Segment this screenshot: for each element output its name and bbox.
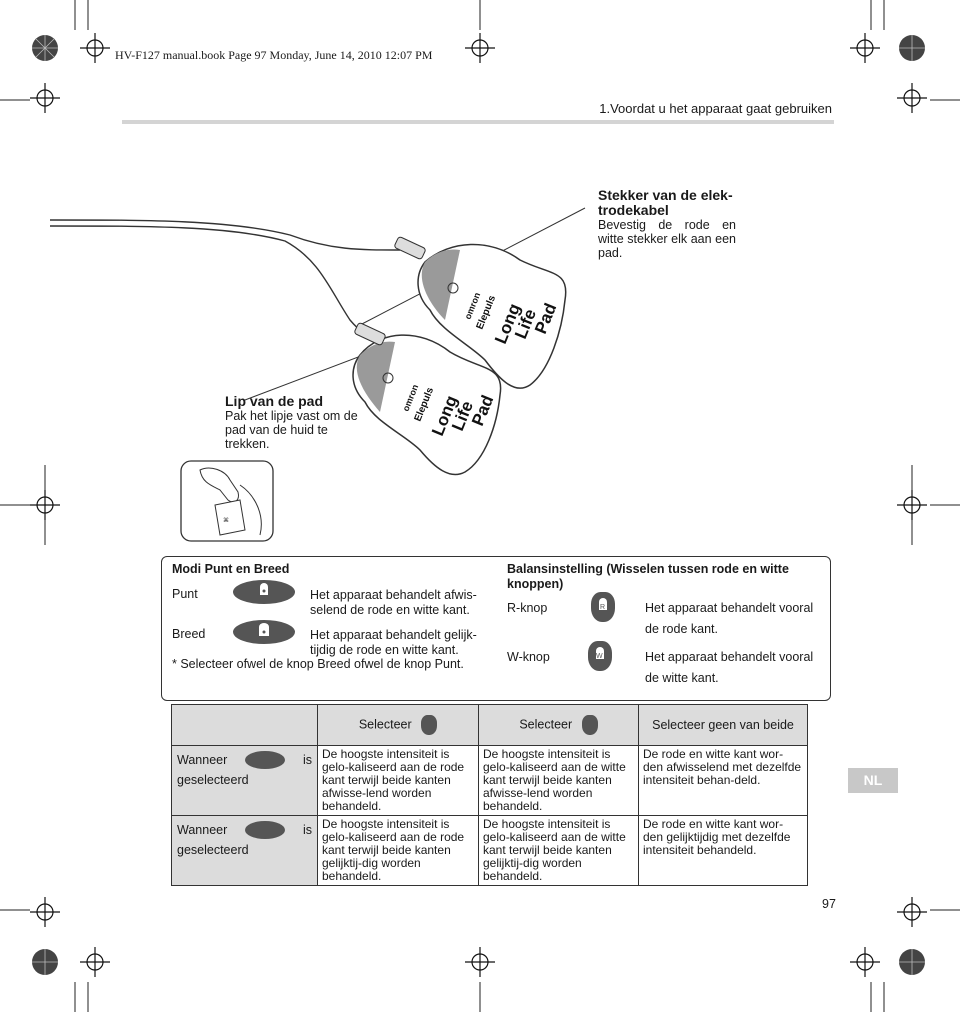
table-cell-r1c1: De hoogste intensiteit is gelo-kaliseerd…: [317, 745, 479, 816]
punt-button-icon: [245, 751, 286, 769]
modes-note: * Selecteer ofwel de knop Breed ofwel de…: [172, 657, 464, 671]
plug-callout-title: Stekker van de elek- trodekabel: [598, 188, 736, 218]
plug-callout-title-line2: trodekabel: [598, 202, 669, 218]
punt-button-icon: [233, 580, 295, 604]
mode-info-box: [161, 556, 831, 701]
language-tab: NL: [848, 768, 898, 793]
plug-callout: Stekker van de elek- trodekabel Bevestig…: [598, 188, 736, 261]
svg-text:R: R: [600, 604, 605, 611]
pads-illustration: omron Elepuls Long Life Pad omron Elepul…: [49, 207, 586, 476]
table-header-row: Selecteer Selecteer Selecteer geen van b…: [171, 704, 808, 746]
r-button-description: Het apparaat behandelt vooral de rode ka…: [645, 601, 813, 637]
row1-label: Wanneer is geselecteerd: [171, 745, 318, 816]
balance-title: Balansinstelling (Wisselen tussen rode e…: [507, 562, 789, 592]
punt-description: Het apparaat behandelt afwis- selend de …: [310, 588, 477, 618]
registration-marks: [30, 33, 927, 977]
row2-label-a: Wanneer: [177, 823, 228, 837]
w-button-description: Het apparaat behandelt vooral de witte k…: [645, 650, 813, 686]
table-corner: [171, 704, 318, 746]
svg-text:W: W: [596, 653, 603, 660]
header-rule: [122, 120, 834, 124]
lip-callout: Lip van de pad Pak het lipje vast om de …: [225, 393, 360, 452]
table-header-w-label: Selecteer: [519, 717, 573, 732]
row2-label-b: is: [302, 823, 312, 837]
breed-label: Breed: [172, 627, 206, 641]
svg-text:⌘: ⌘: [223, 517, 229, 524]
r-button-icon: [421, 715, 438, 735]
plug-callout-body: Bevestig de rode en witte stekker elk aa…: [598, 218, 736, 260]
table-cell-r1c2: De hoogste intensiteit is gelo-kaliseerd…: [478, 745, 639, 816]
table-cell-r2c2: De hoogste intensiteit is gelo-kaliseerd…: [478, 815, 639, 886]
r-button-icon: R: [591, 592, 615, 622]
breed-description-line2: tijdig de rode en witte kant.: [310, 643, 459, 657]
punt-label: Punt: [172, 587, 198, 601]
w-button-label: W-knop: [507, 650, 550, 664]
table-header-none: Selecteer geen van beide: [638, 704, 808, 746]
balance-title-line1: Balansinstelling (Wisselen tussen rode e…: [507, 562, 789, 576]
r-button-label: R-knop: [507, 601, 548, 615]
lip-callout-body: Pak het lipje vast om de pad van de huid…: [225, 409, 358, 451]
lip-callout-title: Lip van de pad: [225, 393, 324, 409]
breed-description: Het apparaat behandelt gelijk- tijdig de…: [310, 628, 477, 658]
table-cell-r1c3: De rode en witte kant wor-den afwisselen…: [638, 745, 808, 816]
row2-label-c: geselecteerd: [177, 843, 249, 857]
row1-label-a: Wanneer: [177, 753, 228, 767]
breed-button-icon: [233, 620, 295, 644]
table-header-w: Selecteer: [478, 704, 639, 746]
w-button-description-line1: Het apparaat behandelt vooral: [645, 650, 814, 664]
row1-label-b: is: [302, 753, 312, 767]
section-header: 1.Voordat u het apparaat gaat gebruiken: [599, 101, 832, 116]
pad-front-icon: [382, 372, 394, 384]
table-row: Wanneer is geselecteerd De hoogste inten…: [171, 815, 808, 886]
page-number: 97: [822, 897, 836, 911]
r-button-description-line1: Het apparaat behandelt vooral: [645, 601, 814, 615]
printer-header: HV-F127 manual.book Page 97 Monday, June…: [115, 48, 433, 62]
modes-title: Modi Punt en Breed: [172, 562, 290, 576]
hand-inset-illustration: ⌘: [180, 460, 274, 542]
row1-label-c: geselecteerd: [177, 773, 249, 787]
plug-callout-title-line1: Stekker van de elek-: [598, 187, 733, 203]
table-header-r-label: Selecteer: [358, 717, 412, 732]
w-button-description-line2: de witte kant.: [645, 671, 719, 685]
balance-title-line2: knoppen): [507, 577, 564, 591]
punt-description-line1: Het apparaat behandelt afwis-: [310, 588, 477, 602]
pad-back-icon: [447, 282, 459, 294]
w-button-icon: [581, 715, 598, 735]
breed-button-icon: [245, 821, 286, 839]
table-cell-r2c3: De rode en witte kant wor-den gelijktijd…: [638, 815, 808, 886]
table-header-r: Selecteer: [317, 704, 479, 746]
row2-label: Wanneer is geselecteerd: [171, 815, 318, 886]
table-row: Wanneer is geselecteerd De hoogste inten…: [171, 745, 808, 816]
table-cell-r2c1: De hoogste intensiteit is gelo-kaliseerd…: [317, 815, 479, 886]
mode-comparison-table: Selecteer Selecteer Selecteer geen van b…: [171, 704, 808, 886]
w-button-icon: W: [588, 641, 612, 671]
punt-description-line2: selend de rode en witte kant.: [310, 603, 470, 617]
breed-description-line1: Het apparaat behandelt gelijk-: [310, 628, 477, 642]
r-button-description-line2: de rode kant.: [645, 622, 718, 636]
